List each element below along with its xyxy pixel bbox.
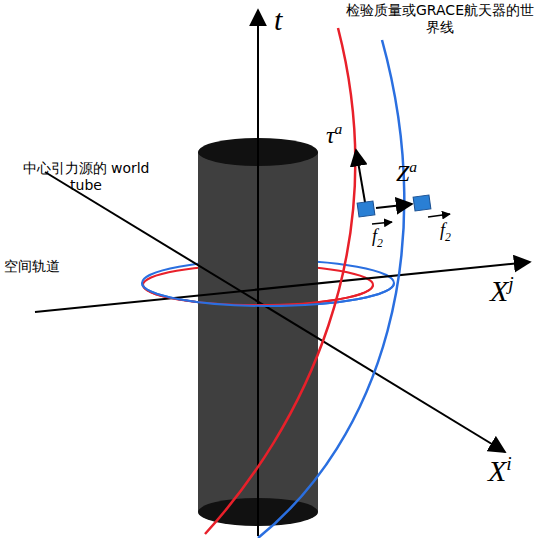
vector-label: τa [326, 120, 342, 150]
xj-axis [35, 262, 530, 312]
force-label: f2 [440, 220, 451, 245]
worldline-caption: 检验质量或GRACE航天器的世界线 [345, 2, 535, 36]
orbit-blue-front [142, 283, 394, 306]
tangent-vector [356, 150, 366, 208]
orbit-label: 空间轨道 [4, 258, 60, 275]
force-arrow [372, 222, 392, 224]
vector-label: Za [396, 158, 417, 188]
separation-vector [376, 204, 412, 208]
worldline-blue [258, 40, 404, 538]
axis-label: Xj [490, 272, 514, 309]
test-mass [357, 201, 375, 217]
xi-axis [45, 172, 505, 452]
worldline-red [205, 28, 355, 534]
force-label: f2 [372, 226, 383, 251]
axis-label: Xi [488, 452, 512, 489]
force-arrow [428, 214, 450, 217]
t-axis [257, 10, 259, 536]
test-mass [413, 195, 431, 211]
tube-caption: 中心引力源的 world tube [22, 160, 150, 194]
axis-label: t [274, 2, 282, 38]
